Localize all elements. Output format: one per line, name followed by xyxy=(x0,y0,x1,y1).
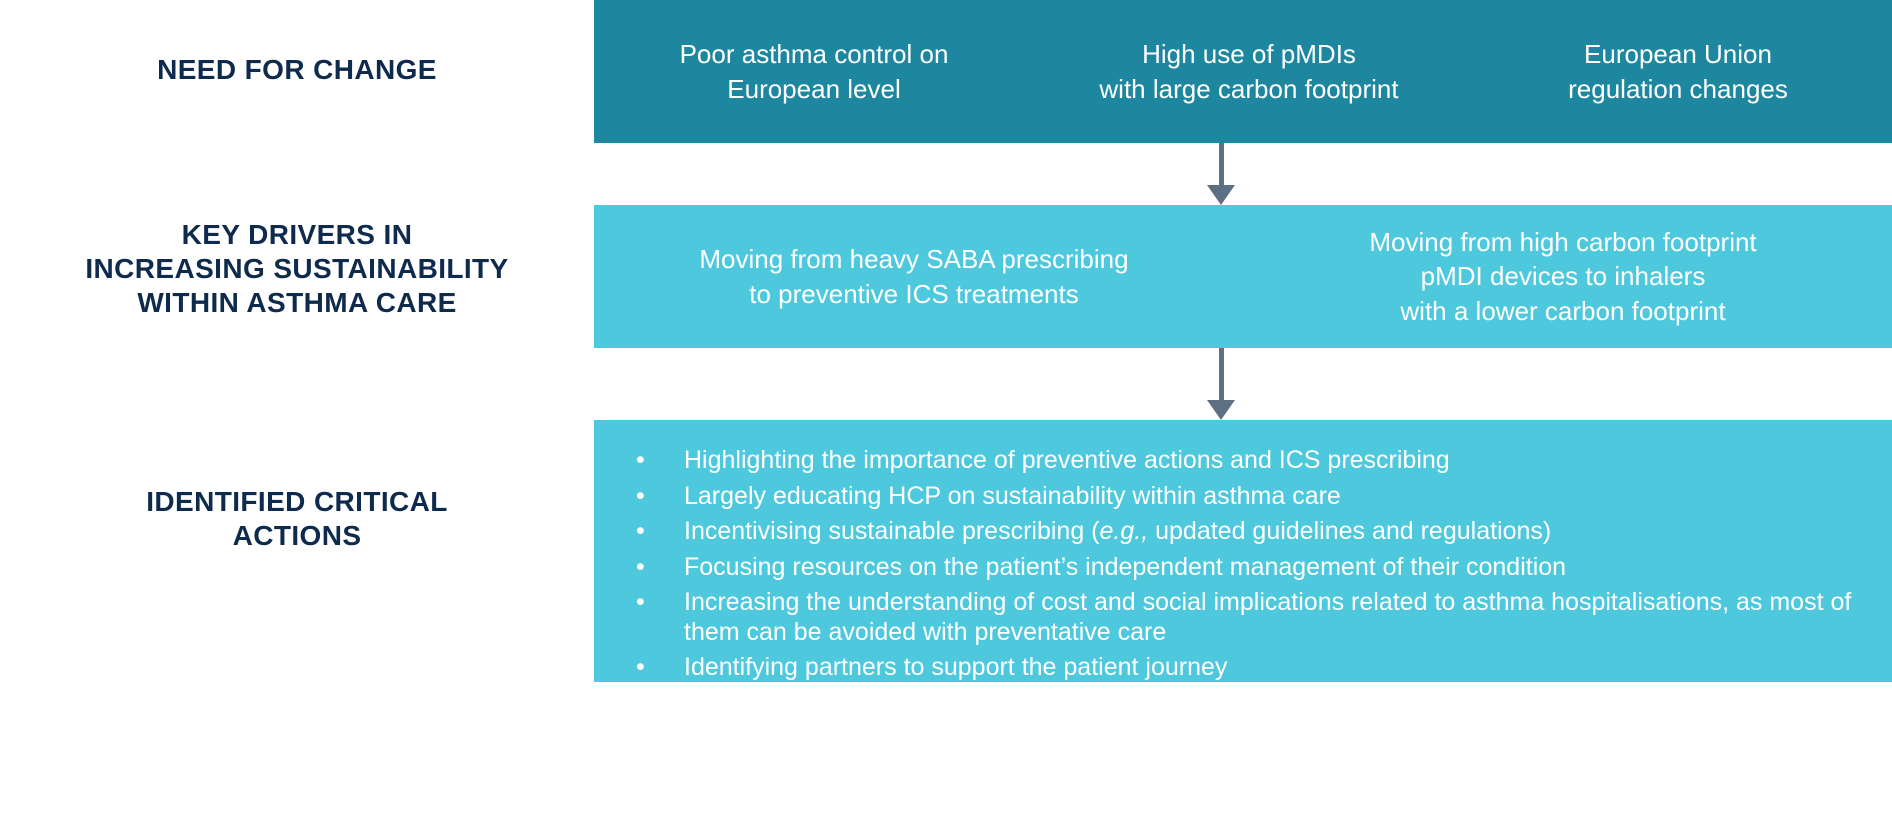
critical-action-item: • Incentivising sustainable prescribing (… xyxy=(630,517,1882,547)
row-label-need-for-change: NEED FOR CHANGE xyxy=(157,54,437,85)
bullet-dot-icon: • xyxy=(636,653,645,681)
arrow-shaft xyxy=(1219,348,1224,402)
critical-action-item: • Identifying partners to support the pat… xyxy=(630,653,1882,683)
critical-actions-list: • Highlighting the importance of preventi… xyxy=(630,446,1882,689)
bullet-dot-icon: • xyxy=(636,517,645,545)
critical-action-text: Highlighting the importance of preventiv… xyxy=(684,446,1450,474)
critical-action-item: • Increasing the understanding of cost an… xyxy=(630,588,1882,647)
arrow-head xyxy=(1207,185,1235,205)
arrow-head xyxy=(1207,400,1235,420)
bullet-dot-icon: • xyxy=(636,552,645,581)
critical-action-text: Incentivising sustainable prescribing (e… xyxy=(684,517,1552,545)
arrow-down-icon-need-to-drivers xyxy=(1200,143,1242,205)
emphasis-text: e.g., xyxy=(1099,517,1149,545)
critical-action-text: Largely educating HCP on sustainability … xyxy=(684,481,1341,510)
band-identified-critical-actions: • Highlighting the importance of preventi… xyxy=(594,420,1892,682)
critical-action-item: • Highlighting the importance of preventi… xyxy=(630,446,1882,476)
arrow-down-icon-drivers-to-actions xyxy=(1200,348,1242,420)
bullet-dot-icon: • xyxy=(636,481,645,510)
arrow-shaft xyxy=(1219,143,1224,187)
critical-action-item: • Largely educating HCP on sustainability… xyxy=(630,482,1882,512)
bullet-dot-icon: • xyxy=(636,588,645,616)
critical-action-text: Increasing the understanding of cost and… xyxy=(684,588,1852,646)
critical-action-text: Focusing resources on the patient’s inde… xyxy=(684,552,1567,581)
critical-action-text: Identifying partners to support the pati… xyxy=(684,653,1228,681)
critical-action-item: • Focusing resources on the patient’s ind… xyxy=(630,553,1882,583)
bullet-dot-icon: • xyxy=(636,446,645,474)
